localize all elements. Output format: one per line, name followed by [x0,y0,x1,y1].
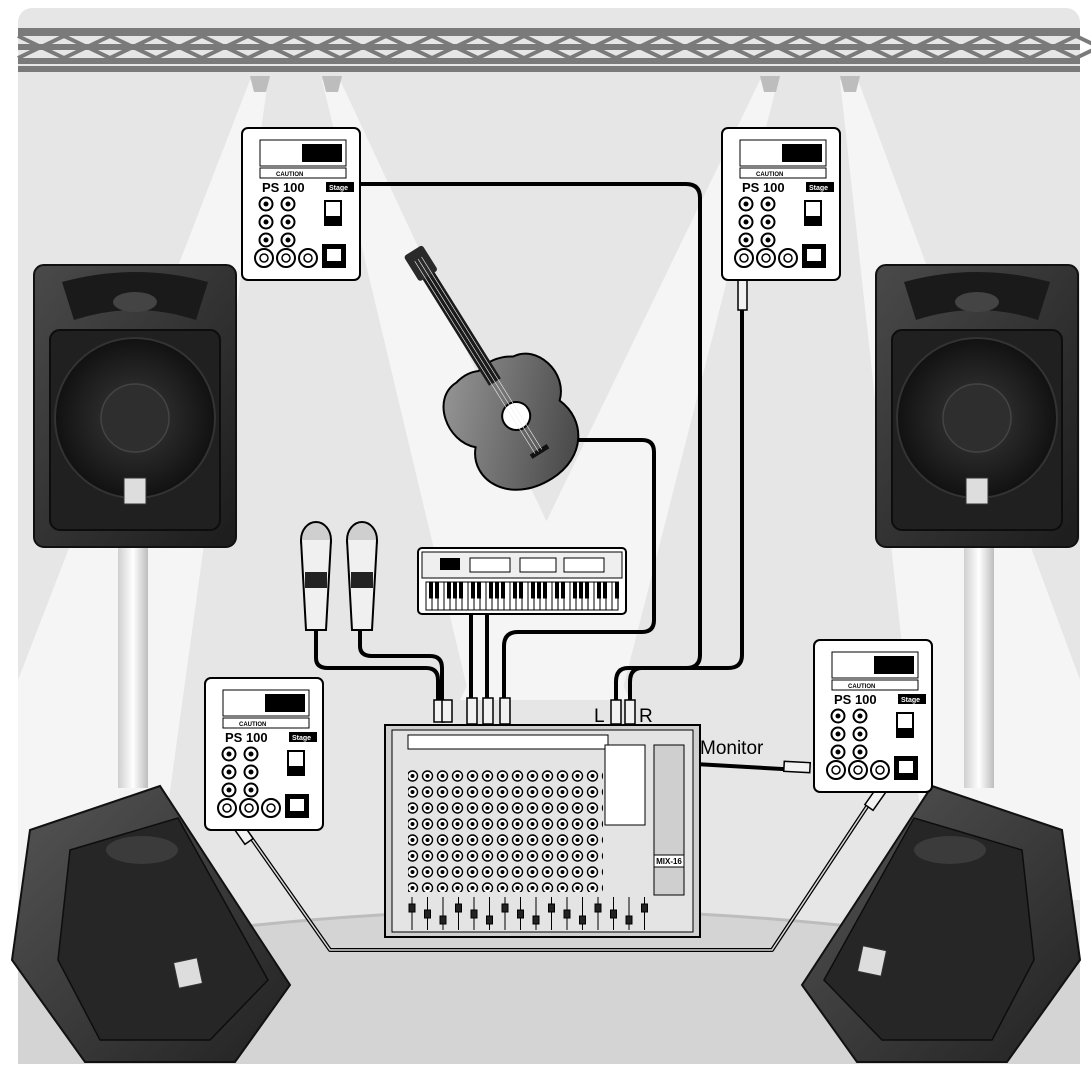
amp-caution-text: CAUTION [276,172,303,178]
amp-brand-label: Stage [809,185,828,192]
monitor-label: Monitor [700,738,764,759]
amp-caution-text: CAUTION [848,684,875,690]
right-channel-label: R [639,706,653,727]
microphone-1 [301,522,331,630]
amp-caution-text: CAUTION [756,172,783,178]
right-speaker-stand [964,548,994,788]
amp-bottom-right: CAUTION PS 100 Stage [814,640,932,792]
amp-top-right: CAUTION PS 100 Stage [722,128,840,280]
left-speaker-stand [118,548,148,788]
right-main-speaker [876,265,1078,547]
amp-brand-label: Stage [901,697,920,704]
amp-brand-label: Stage [292,735,311,742]
amp-brand-label: Stage [329,185,348,192]
keyboard [418,548,626,614]
amp-top-left: CAUTION PS 100 Stage [242,128,360,280]
mixer-model: MIX-16 [656,857,682,866]
left-channel-label: L [594,706,605,727]
microphone-2 [347,522,377,630]
amp-model-label: PS 100 [834,692,877,707]
amp-model-label: PS 100 [742,180,785,195]
amp-bottom-left: CAUTION PS 100 Stage [205,678,323,830]
amp-model-label: PS 100 [262,180,305,195]
amp-caution-text: CAUTION [239,722,266,728]
left-main-speaker [34,265,236,547]
mixer: MIX-16 [385,725,700,937]
amp-model-label: PS 100 [225,730,268,745]
